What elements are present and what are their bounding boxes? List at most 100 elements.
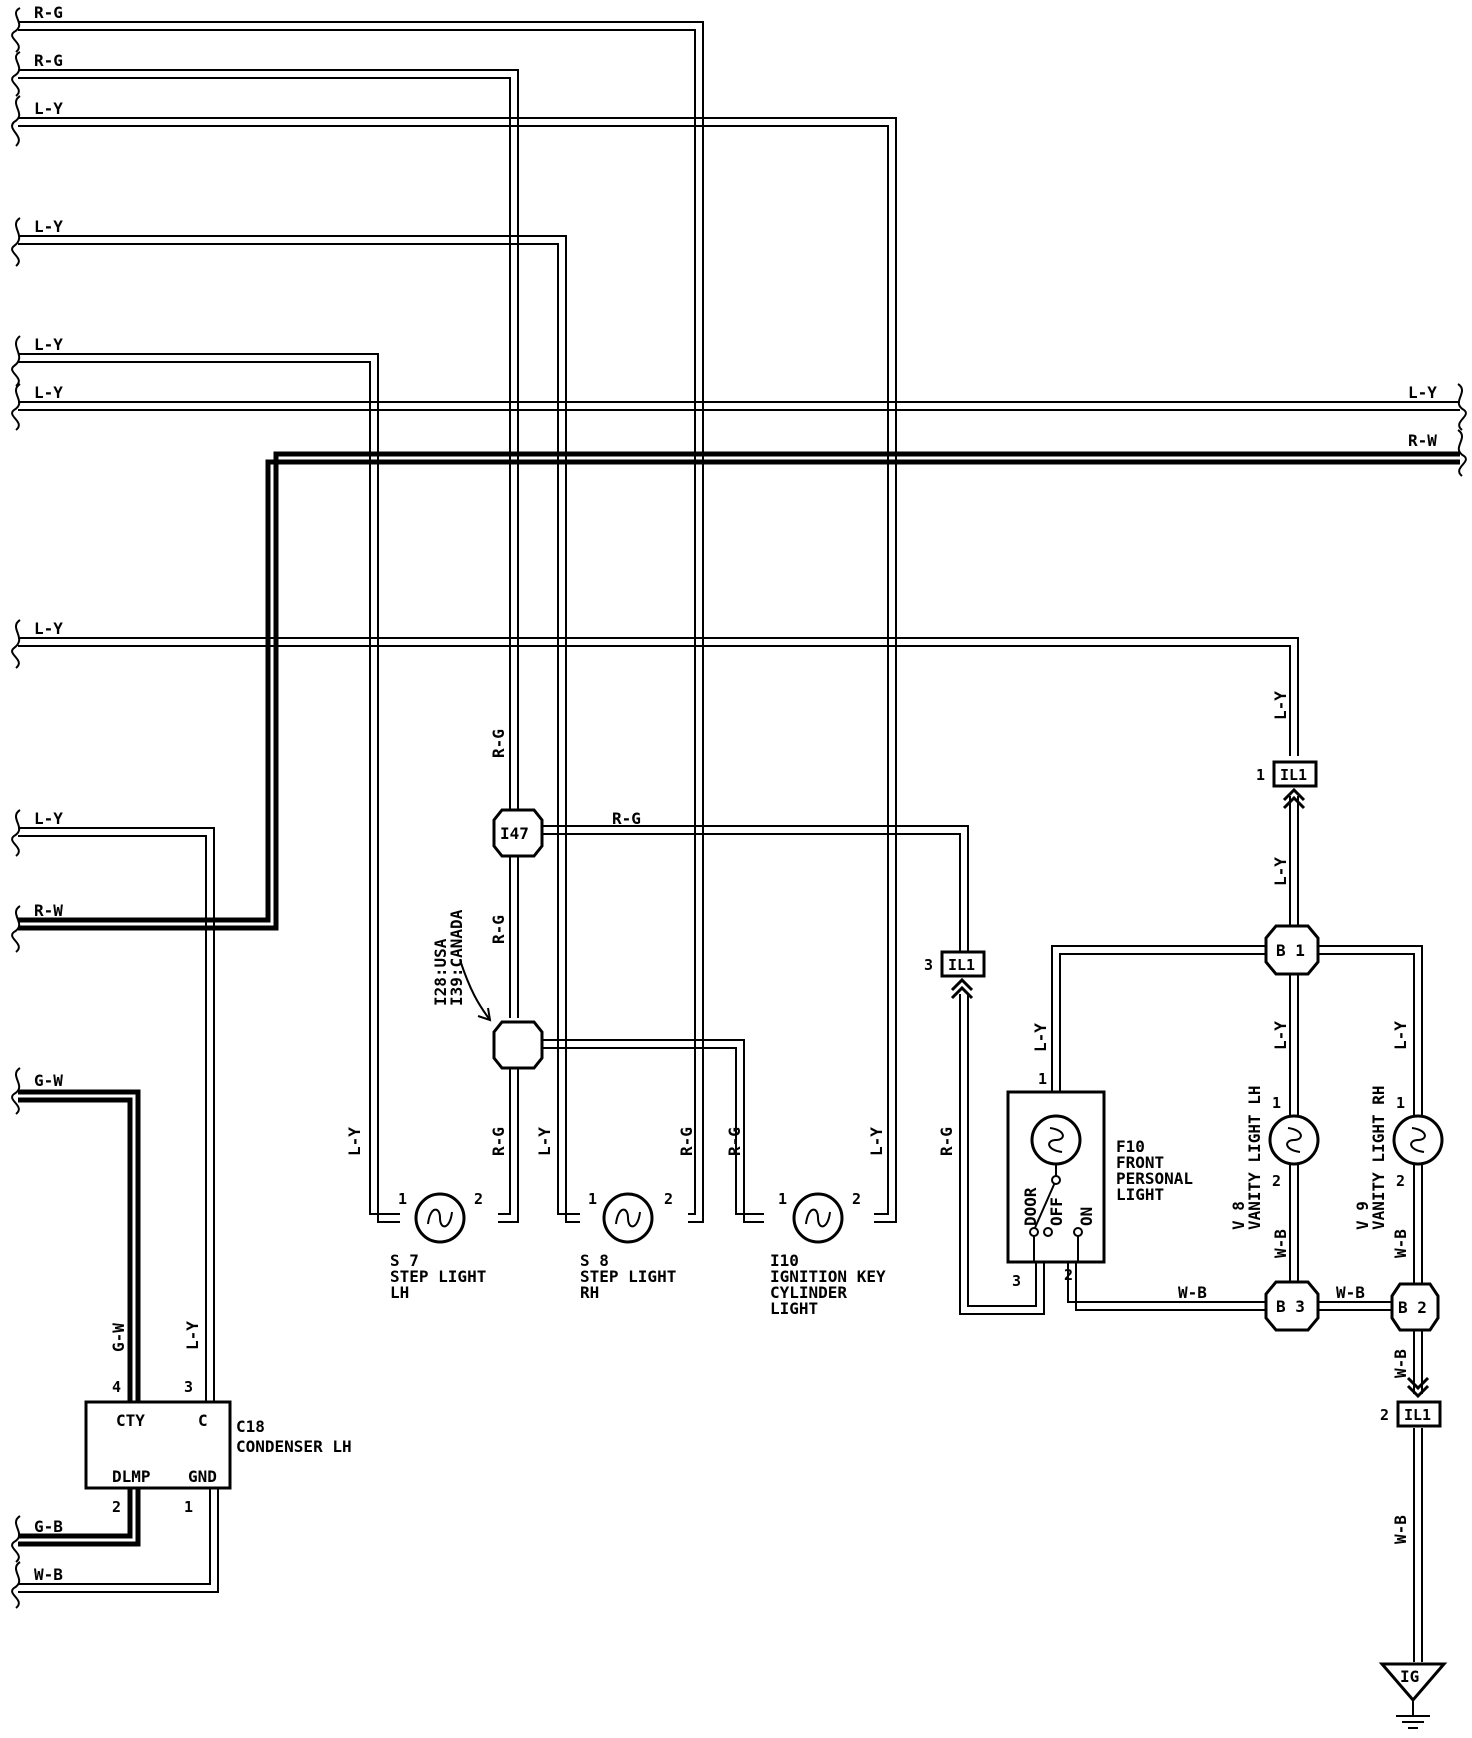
- wire-label: L-Y: [1391, 1021, 1410, 1050]
- f10-body: [1006, 1090, 1106, 1264]
- wire-label: G-W: [109, 1323, 128, 1352]
- f10-name: FRONT: [1116, 1153, 1164, 1172]
- f10-switch-on: ON: [1077, 1207, 1096, 1226]
- i10-name: CYLINDER: [770, 1283, 847, 1302]
- c18-terminal: DLMP: [112, 1467, 151, 1486]
- break-mark: [1457, 383, 1467, 431]
- i10-name: LIGHT: [770, 1299, 818, 1318]
- junction-note: I28:USA: [431, 938, 450, 1006]
- wire-label: L-Y: [535, 1127, 554, 1156]
- break-mark: [11, 335, 21, 387]
- break-mark: [11, 383, 21, 431]
- pin-label: 1: [398, 1190, 407, 1208]
- junction-i47: [492, 808, 544, 858]
- wire-label: W-B: [1178, 1283, 1207, 1302]
- f10-name: LIGHT: [1116, 1185, 1164, 1204]
- wire-label: L-Y: [34, 619, 63, 638]
- filaments: [427, 1127, 1426, 1228]
- break-mark: [11, 619, 21, 669]
- wire-label: L-Y: [1031, 1023, 1050, 1052]
- junction-b2-label: B 2: [1398, 1298, 1427, 1317]
- break-mark: [11, 51, 21, 97]
- i10-id: I10: [770, 1251, 799, 1270]
- pin-label: 1: [184, 1498, 193, 1516]
- junction-i47-label: I47: [500, 824, 529, 843]
- wire-label: L-Y: [1271, 691, 1290, 720]
- il1-pin: 2: [1380, 1406, 1389, 1424]
- s8-id: S 8: [580, 1251, 609, 1270]
- break-mark: [1457, 429, 1467, 477]
- c18-id: C18: [236, 1417, 265, 1436]
- c18-terminal: CTY: [116, 1411, 145, 1430]
- v8-id: V 8: [1229, 1201, 1248, 1230]
- wire-label: G-W: [34, 1071, 63, 1090]
- junction-b3-label: B 3: [1276, 1297, 1305, 1316]
- wire-label: L-Y: [1408, 383, 1437, 402]
- pin-label: 1: [1396, 1094, 1405, 1112]
- wire-label: R-G: [489, 915, 508, 944]
- wire-label: R-G: [34, 3, 63, 22]
- wire-label: L-Y: [1271, 1021, 1290, 1050]
- pin-label: 1: [778, 1190, 787, 1208]
- wire-label: L-Y: [34, 383, 63, 402]
- break-mark: [11, 809, 21, 857]
- pin-label: 2: [1396, 1172, 1405, 1190]
- wire-label: R-W: [1408, 431, 1437, 450]
- wire-runs: [18, 21, 1460, 1662]
- junction-b3: [1264, 1280, 1320, 1332]
- break-mark: [11, 1515, 21, 1563]
- junction-b1: [1264, 924, 1320, 976]
- f10-name: PERSONAL: [1116, 1169, 1193, 1188]
- pin-label: 2: [112, 1498, 121, 1516]
- break-mark: [11, 905, 21, 953]
- note-arrow: [459, 959, 492, 1022]
- junction-b2: [1390, 1282, 1440, 1332]
- junction-note: I39:CANADA: [447, 909, 466, 1006]
- wire-label: W-B: [1391, 1515, 1410, 1544]
- il1-pin: 3: [924, 956, 933, 974]
- wire-label: W-B: [1391, 1229, 1410, 1258]
- v9-id: V 9: [1353, 1201, 1372, 1230]
- ground-icon: [1396, 1700, 1430, 1729]
- pin-label: 1: [1038, 1070, 1047, 1088]
- wire-label: R-G: [489, 1127, 508, 1156]
- c18-terminal: C: [198, 1411, 208, 1430]
- v8-name: VANITY LIGHT LH: [1245, 1086, 1264, 1231]
- wire-label: R-W: [34, 901, 63, 920]
- wire-label: W-B: [1391, 1349, 1410, 1378]
- connector-il1-mid: [940, 950, 986, 978]
- junction-i28-i39: [492, 1020, 544, 1070]
- junction-b1-label: B 1: [1276, 941, 1305, 960]
- wire-label: W-B: [1336, 1283, 1365, 1302]
- pin-label: 4: [112, 1378, 121, 1396]
- il1-label: IL1: [1404, 1406, 1431, 1424]
- f10-switch-door: DOOR: [1021, 1187, 1040, 1226]
- pin-label: 2: [852, 1190, 861, 1208]
- break-mark: [11, 1561, 21, 1609]
- ground-ig: [1378, 1662, 1448, 1703]
- break-mark: [11, 95, 21, 147]
- wire-label: G-B: [34, 1517, 63, 1536]
- thick-wires: [18, 451, 1460, 1547]
- pin-label: 2: [1064, 1266, 1073, 1284]
- wire-label: L-Y: [183, 1321, 202, 1350]
- f10-switch-off: OFF: [1047, 1197, 1066, 1226]
- wire-label: L-Y: [34, 335, 63, 354]
- il1-label: IL1: [1280, 766, 1307, 784]
- break-mark: [11, 7, 21, 53]
- wire-label: R-G: [677, 1127, 696, 1156]
- pin-label: 3: [1012, 1272, 1021, 1290]
- f10-id: F10: [1116, 1137, 1145, 1156]
- wire-label: L-Y: [34, 809, 63, 828]
- c18-body: [84, 1400, 232, 1490]
- pin-label: 2: [664, 1190, 673, 1208]
- v9-name: VANITY LIGHT RH: [1369, 1086, 1388, 1231]
- wire-label: W-B: [34, 1565, 63, 1584]
- wire-label: L-Y: [1271, 857, 1290, 886]
- ground-label: IG: [1400, 1667, 1419, 1686]
- s7-name: STEP LIGHT: [390, 1267, 486, 1286]
- i10-name: IGNITION KEY: [770, 1267, 886, 1286]
- wire-label: R-G: [612, 809, 641, 828]
- wire-label: L-Y: [345, 1127, 364, 1156]
- wire-label: R-G: [34, 51, 63, 70]
